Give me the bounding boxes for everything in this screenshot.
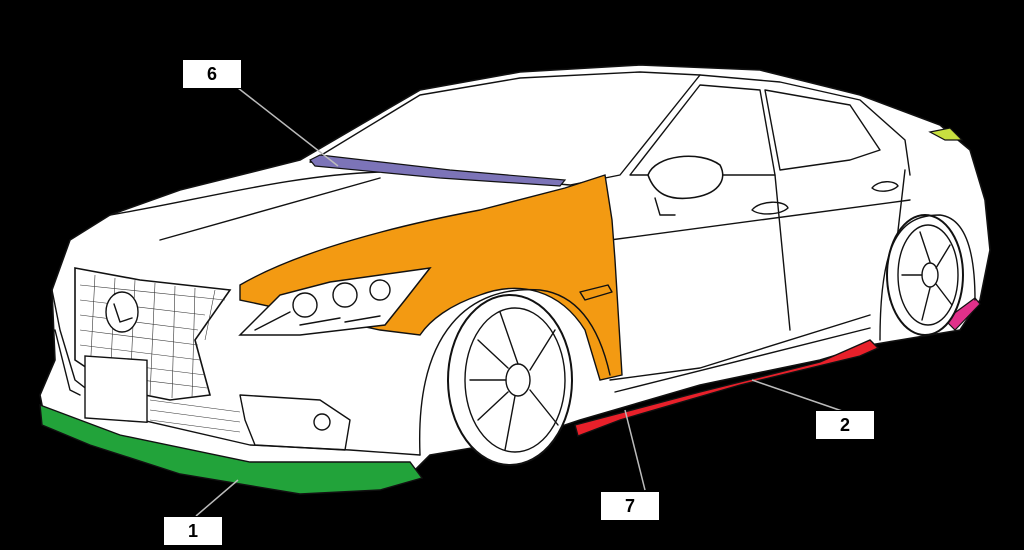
door-seam-front (774, 174, 791, 331)
side-mirror (647, 155, 724, 200)
callout-7: 7 (600, 491, 660, 521)
rear-under-part (944, 297, 981, 331)
rear-spoiler-part (928, 127, 964, 141)
callout-2: 2 (815, 410, 875, 440)
leader-line-1 (195, 479, 239, 517)
door-handle-rear (871, 181, 899, 192)
grille-mesh (79, 274, 226, 399)
front-spoiler-part-1 (39, 403, 424, 495)
side-skirt-part-2 (574, 339, 880, 437)
fog-lamp (239, 394, 351, 451)
front-fender-part (239, 174, 623, 381)
leader-line-7 (624, 409, 646, 491)
leader-line-2 (751, 379, 846, 413)
front-wheel (447, 294, 573, 466)
rear-wheel (886, 214, 964, 336)
callout-1: 1 (163, 516, 223, 546)
callout-6: 6 (182, 59, 242, 89)
rear-door-window (764, 89, 881, 171)
hood-line (109, 171, 381, 216)
bonnet-trim-part-6 (309, 154, 567, 187)
leader-line-6 (237, 87, 339, 167)
door-handle-front (751, 201, 789, 215)
roof-line (699, 74, 911, 176)
emblem (105, 291, 139, 333)
front-door-window (629, 84, 776, 176)
license-plate (84, 355, 148, 424)
